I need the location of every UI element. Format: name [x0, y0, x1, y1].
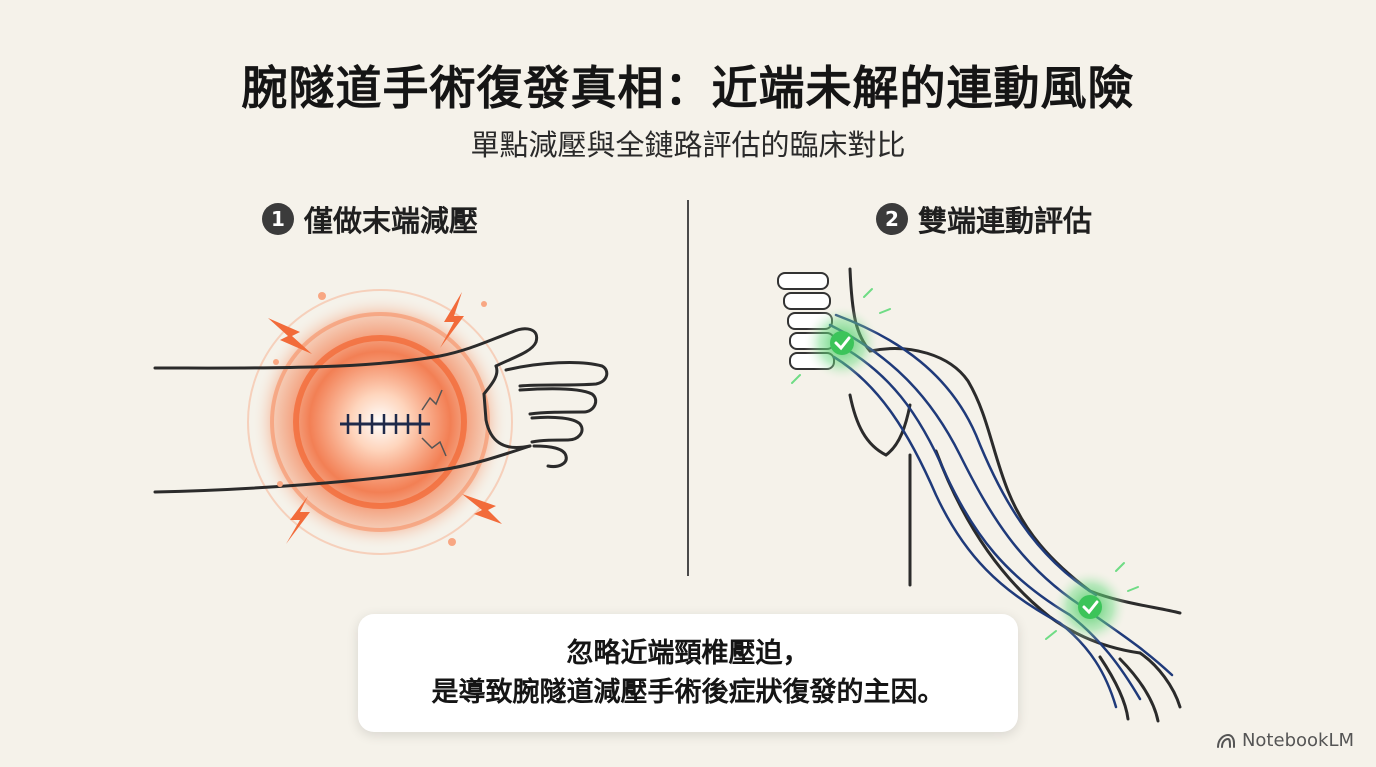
- key-message-callout: 忽略近端頸椎壓迫， 是導致腕隧道減壓手術後症狀復發的主因。: [358, 614, 1018, 732]
- callout-line-2: 是導致腕隧道減壓手術後症狀復發的主因。: [431, 677, 945, 708]
- brand-watermark: NotebookLM: [1216, 730, 1354, 751]
- callout-line-1: 忽略近端頸椎壓迫，: [566, 637, 810, 669]
- slide-subtitle: 單點減壓與全鏈路評估的臨床對比: [470, 128, 906, 162]
- panel-heading-dual: 2 雙端連動評估: [876, 198, 1092, 240]
- notebooklm-logo-icon: [1216, 733, 1235, 748]
- slide-title: 腕隧道手術復發真相：近端未解的連動風險: [241, 61, 1135, 115]
- panel-heading-distal: 1 僅做末端減壓: [262, 198, 478, 240]
- wrist-pain-icon: [153, 289, 609, 555]
- panel-heading-distal-label: 僅做末端減壓: [304, 204, 479, 238]
- panel-divider: [687, 200, 689, 576]
- arm-nerve-path-icon: [777, 267, 1182, 723]
- number-badge-2: 2: [876, 203, 908, 235]
- panel-heading-dual-label: 雙端連動評估: [918, 204, 1093, 238]
- number-badge-1: 1: [262, 203, 294, 235]
- brand-name: NotebookLM: [1241, 730, 1354, 751]
